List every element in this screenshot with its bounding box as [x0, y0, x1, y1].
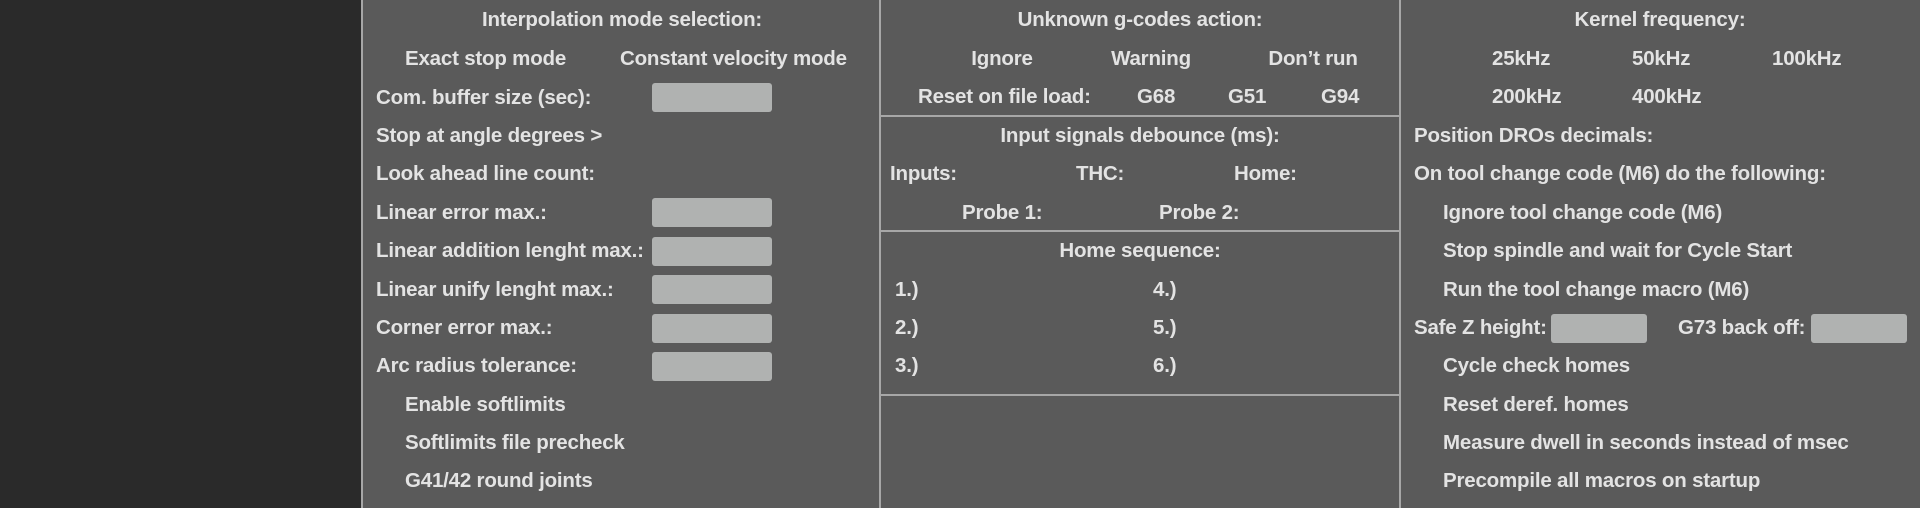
- linear-error-label: Linear error max.:: [376, 201, 547, 224]
- home-step-3-label: 3.): [895, 354, 919, 377]
- stop-angle-label: Stop at angle degrees >: [376, 124, 603, 147]
- home-step-2-label: 2.): [895, 316, 919, 339]
- arc-radius-field[interactable]: [652, 352, 772, 381]
- divider-debounce-home: [881, 230, 1399, 232]
- g41-round-joints-checkbox[interactable]: G41/42 round joints: [405, 469, 593, 492]
- kernel-100khz-option[interactable]: 100kHz: [1772, 47, 1842, 70]
- kernel-50khz-option[interactable]: 50kHz: [1632, 47, 1691, 70]
- divider-left: [361, 0, 363, 508]
- gcodes-title: Unknown g-codes action:: [1017, 8, 1263, 31]
- measure-dwell-seconds-checkbox[interactable]: Measure dwell in seconds instead of msec: [1443, 431, 1849, 454]
- debounce-probe2-label: Probe 2:: [1159, 201, 1240, 224]
- reset-g68-checkbox[interactable]: G68: [1137, 85, 1176, 108]
- g73-back-off-label: G73 back off:: [1678, 316, 1806, 339]
- softlimits-precheck-checkbox[interactable]: Softlimits file precheck: [405, 431, 625, 454]
- reset-on-load-label: Reset on file load:: [918, 85, 1091, 108]
- position-dro-decimals-label: Position DROs decimals:: [1414, 124, 1654, 147]
- reset-g51-checkbox[interactable]: G51: [1228, 85, 1267, 108]
- ignore-tool-change-option[interactable]: Ignore tool change code (M6): [1443, 201, 1723, 224]
- kernel-400khz-option[interactable]: 400kHz: [1632, 85, 1702, 108]
- divider-middle: [879, 0, 881, 508]
- tool-change-title: On tool change code (M6) do the followin…: [1414, 162, 1826, 185]
- com-buffer-field[interactable]: [652, 83, 772, 112]
- home-step-4-label: 4.): [1153, 278, 1177, 301]
- reset-g94-checkbox[interactable]: G94: [1321, 85, 1360, 108]
- divider-right: [1399, 0, 1401, 508]
- debounce-inputs-label: Inputs:: [890, 162, 957, 185]
- enable-softlimits-checkbox[interactable]: Enable softlimits: [405, 393, 566, 416]
- safe-z-height-label: Safe Z height:: [1414, 316, 1547, 339]
- kernel-200khz-option[interactable]: 200kHz: [1492, 85, 1562, 108]
- divider-home-bottom: [881, 394, 1399, 396]
- debounce-title: Input signals debounce (ms):: [1000, 124, 1280, 147]
- kernel-25khz-option[interactable]: 25kHz: [1492, 47, 1551, 70]
- kernel-frequency-title: Kernel frequency:: [1574, 8, 1746, 31]
- debounce-thc-label: THC:: [1076, 162, 1125, 185]
- precompile-macros-checkbox[interactable]: Precompile all macros on startup: [1443, 469, 1761, 492]
- debounce-home-label: Home:: [1234, 162, 1297, 185]
- corner-error-label: Corner error max.:: [376, 316, 553, 339]
- debounce-probe1-label: Probe 1:: [962, 201, 1043, 224]
- gcode-warning-option[interactable]: Warning: [1111, 47, 1191, 70]
- look-ahead-label: Look ahead line count:: [376, 162, 595, 185]
- linear-addition-field[interactable]: [652, 237, 772, 266]
- com-buffer-label: Com. buffer size (sec):: [376, 86, 592, 109]
- stop-spindle-option[interactable]: Stop spindle and wait for Cycle Start: [1443, 239, 1793, 262]
- linear-unify-field[interactable]: [652, 275, 772, 304]
- divider-gcodes-debounce: [881, 115, 1399, 117]
- corner-error-field[interactable]: [652, 314, 772, 343]
- home-sequence-title: Home sequence:: [1059, 239, 1221, 262]
- constant-velocity-mode-option[interactable]: Constant velocity mode: [620, 47, 847, 70]
- interpolation-title: Interpolation mode selection:: [481, 8, 763, 31]
- home-step-1-label: 1.): [895, 278, 919, 301]
- exact-stop-mode-option[interactable]: Exact stop mode: [405, 47, 567, 70]
- left-dark-strip: [0, 0, 362, 508]
- g73-back-off-field[interactable]: [1811, 314, 1907, 343]
- linear-unify-label: Linear unify lenght max.:: [376, 278, 614, 301]
- home-step-6-label: 6.): [1153, 354, 1177, 377]
- linear-addition-label: Linear addition lenght max.:: [376, 239, 644, 262]
- cycle-check-homes-checkbox[interactable]: Cycle check homes: [1443, 354, 1630, 377]
- gcode-dont-run-option[interactable]: Don’t run: [1268, 47, 1358, 70]
- safe-z-height-field[interactable]: [1551, 314, 1647, 343]
- home-step-5-label: 5.): [1153, 316, 1177, 339]
- run-tool-change-macro-option[interactable]: Run the tool change macro (M6): [1443, 278, 1750, 301]
- arc-radius-label: Arc radius tolerance:: [376, 354, 577, 377]
- gcode-ignore-option[interactable]: Ignore: [971, 47, 1033, 70]
- reset-deref-homes-checkbox[interactable]: Reset deref. homes: [1443, 393, 1629, 416]
- linear-error-field[interactable]: [652, 198, 772, 227]
